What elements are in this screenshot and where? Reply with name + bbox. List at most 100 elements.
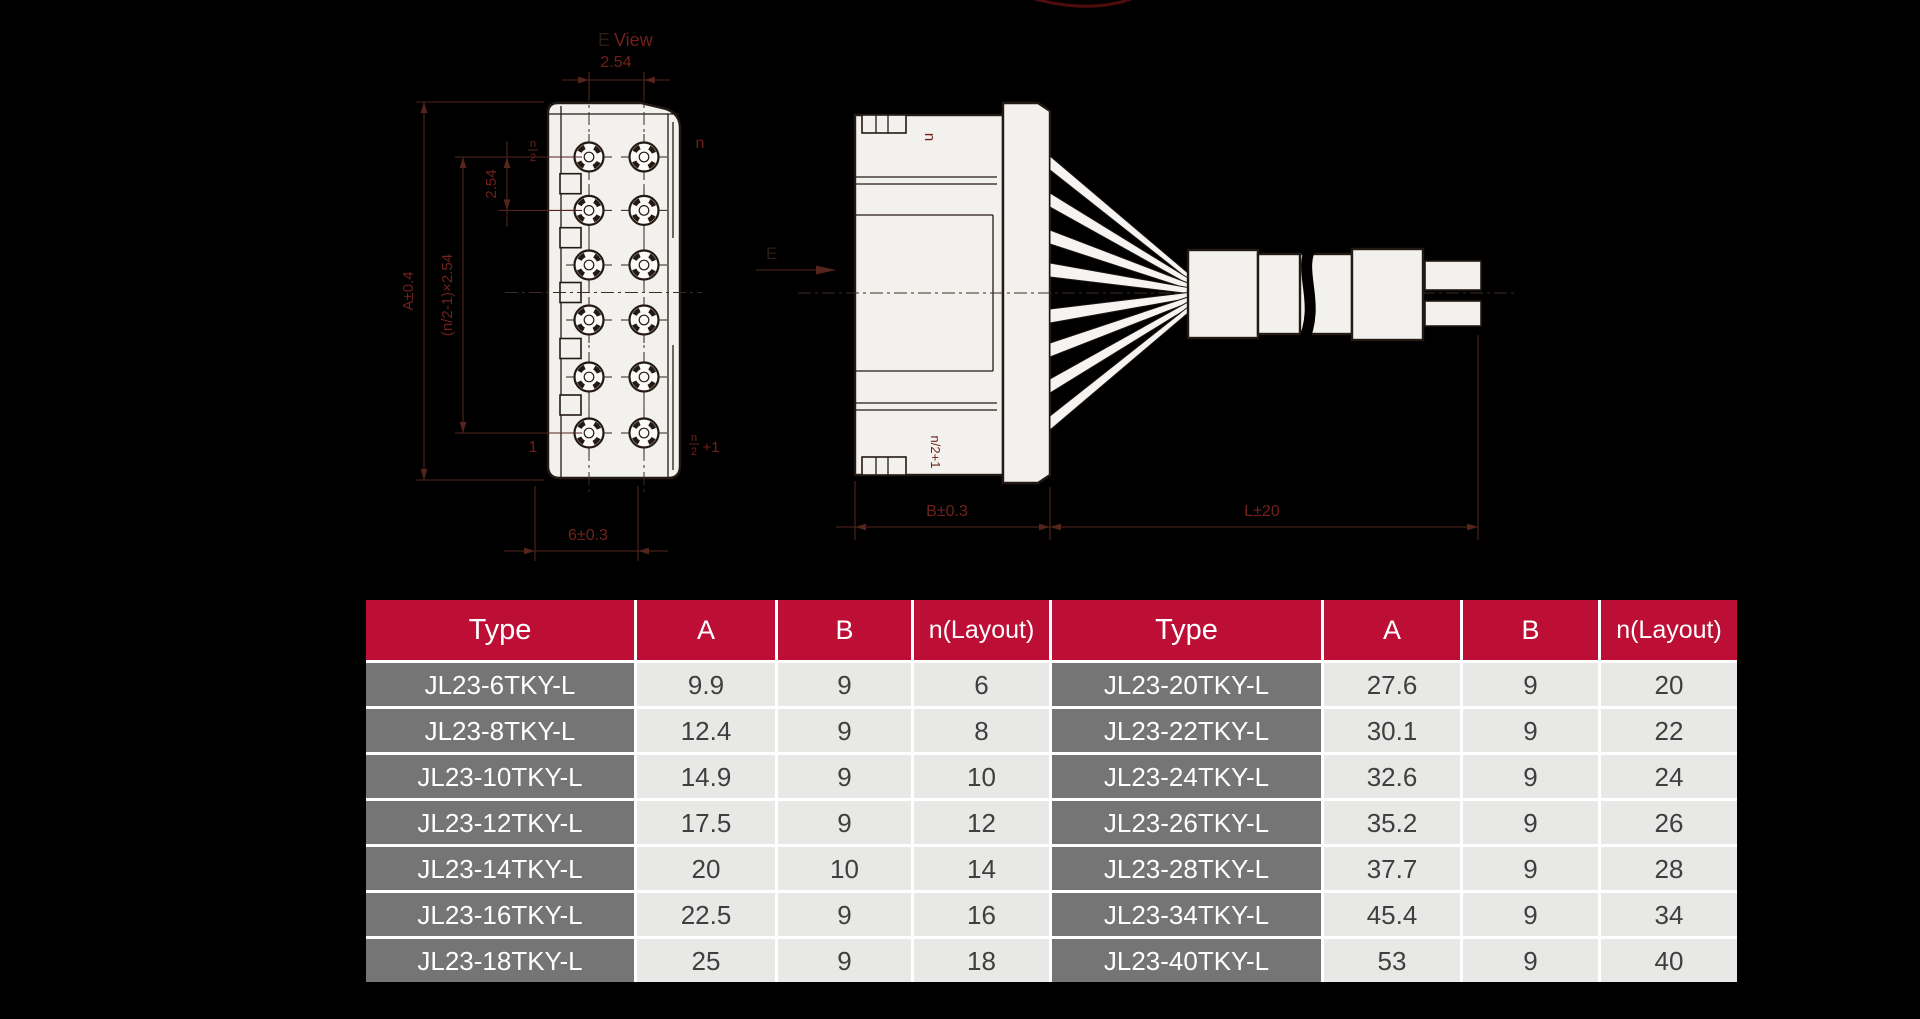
value-cell: 18 <box>914 939 1049 982</box>
col-header-b-2: B <box>1463 600 1598 660</box>
value-cell: 9 <box>778 663 911 706</box>
value-cell: 25 <box>637 939 775 982</box>
pin-label-n: n <box>696 135 705 152</box>
value-cell: 27.6 <box>1324 663 1460 706</box>
value-cell: 53 <box>1324 939 1460 982</box>
pin-label-n-half-plus-1: n 2 +1 <box>689 432 720 458</box>
svg-text:n: n <box>691 432 697 444</box>
technical-drawing: E View 2.54 2.54 <box>400 0 1515 561</box>
logo-arc <box>1033 0 1133 8</box>
type-cell: JL23-8TKY-L <box>366 709 634 752</box>
svg-text:6±0.3: 6±0.3 <box>568 527 608 544</box>
value-cell: 35.2 <box>1324 801 1460 844</box>
type-cell: JL23-40TKY-L <box>1052 939 1321 982</box>
value-cell: 9 <box>1463 847 1598 890</box>
value-cell: 9 <box>1463 801 1598 844</box>
value-cell: 9 <box>1463 709 1598 752</box>
value-cell: 9 <box>778 709 911 752</box>
col-header-nlayout-2: n(Layout) <box>1601 600 1737 660</box>
value-cell: 9 <box>1463 755 1598 798</box>
value-cell: 9 <box>1463 939 1598 982</box>
value-cell: 9 <box>778 893 911 936</box>
type-cell: JL23-10TKY-L <box>366 755 634 798</box>
value-cell: 28 <box>1601 847 1737 890</box>
view-label-letter: E <box>598 30 610 50</box>
col-header-a: A <box>637 600 775 660</box>
value-cell: 8 <box>914 709 1049 752</box>
view-label-word: View <box>614 30 654 50</box>
col-header-type-2: Type <box>1052 600 1321 660</box>
type-cell: JL23-18TKY-L <box>366 939 634 982</box>
value-cell: 14 <box>914 847 1049 890</box>
dim-pitch-left: 2.54 <box>455 141 582 227</box>
value-cell: 9 <box>778 939 911 982</box>
value-cell: 12 <box>914 801 1049 844</box>
value-cell: 20 <box>637 847 775 890</box>
lead-wire-top <box>1424 260 1482 291</box>
value-cell: 9 <box>1463 893 1598 936</box>
svg-text:2.54: 2.54 <box>600 54 631 71</box>
lead-wire-bottom <box>1424 300 1482 327</box>
svg-text:A±0.4: A±0.4 <box>400 271 417 310</box>
col-header-type: Type <box>366 600 634 660</box>
svg-text:+1: +1 <box>702 439 719 456</box>
pin-label-n-half: n 2 <box>528 138 538 164</box>
dim-height-a: A±0.4 <box>400 101 544 481</box>
type-cell: JL23-24TKY-L <box>1052 755 1321 798</box>
dim-width-6: 6±0.3 <box>504 486 668 561</box>
view-direction-arrow: E <box>756 244 836 275</box>
type-cell: JL23-16TKY-L <box>366 893 634 936</box>
dim-row-span: (n/2-1)×2.54 <box>439 157 582 434</box>
col-header-nlayout: n(Layout) <box>914 600 1049 660</box>
svg-text:2: 2 <box>530 152 536 164</box>
value-cell: 10 <box>778 847 911 890</box>
side-view: n n/2+1 E <box>756 101 1515 540</box>
col-header-b: B <box>778 600 911 660</box>
value-cell: 20 <box>1601 663 1737 706</box>
value-cell: 14.9 <box>637 755 775 798</box>
spec-table: Type A B n(Layout) Type A B n(Layout) JL… <box>366 600 1737 982</box>
svg-text:B±0.3: B±0.3 <box>926 503 968 520</box>
type-cell: JL23-14TKY-L <box>366 847 634 890</box>
cable-assembly <box>1186 240 1482 348</box>
svg-text:(n/2-1)×2.54: (n/2-1)×2.54 <box>439 254 456 336</box>
svg-text:E: E <box>766 244 777 263</box>
value-cell: 45.4 <box>1324 893 1460 936</box>
pin-label-1: 1 <box>529 439 538 456</box>
type-cell: JL23-22TKY-L <box>1052 709 1321 752</box>
value-cell: 6 <box>914 663 1049 706</box>
value-cell: 9 <box>1463 663 1598 706</box>
value-cell: 24 <box>1601 755 1737 798</box>
col-header-a-2: A <box>1324 600 1460 660</box>
value-cell: 17.5 <box>637 801 775 844</box>
value-cell: 37.7 <box>1324 847 1460 890</box>
type-cell: JL23-26TKY-L <box>1052 801 1321 844</box>
type-cell: JL23-28TKY-L <box>1052 847 1321 890</box>
dim-body-b: B±0.3 <box>836 481 1069 540</box>
svg-text:L±20: L±20 <box>1244 503 1280 520</box>
cable-break-symbol <box>1296 240 1318 348</box>
side-label-n-half-plus-1: n/2+1 <box>928 436 943 469</box>
value-cell: 9 <box>778 755 911 798</box>
value-cell: 32.6 <box>1324 755 1460 798</box>
svg-text:n: n <box>530 138 536 150</box>
value-cell: 16 <box>914 893 1049 936</box>
type-cell: JL23-34TKY-L <box>1052 893 1321 936</box>
svg-text:2: 2 <box>691 446 697 458</box>
value-cell: 10 <box>914 755 1049 798</box>
value-cell: 22.5 <box>637 893 775 936</box>
value-cell: 12.4 <box>637 709 775 752</box>
value-cell: 9.9 <box>637 663 775 706</box>
side-label-n: n <box>921 133 938 141</box>
value-cell: 9 <box>778 801 911 844</box>
value-cell: 40 <box>1601 939 1737 982</box>
svg-text:2.54: 2.54 <box>483 169 500 198</box>
dim-length-l: L±20 <box>1050 335 1479 540</box>
front-view: E View 2.54 2.54 <box>400 30 720 561</box>
value-cell: 30.1 <box>1324 709 1460 752</box>
type-cell: JL23-6TKY-L <box>366 663 634 706</box>
value-cell: 22 <box>1601 709 1737 752</box>
dim-pitch-top: 2.54 <box>562 54 670 97</box>
type-cell: JL23-12TKY-L <box>366 801 634 844</box>
